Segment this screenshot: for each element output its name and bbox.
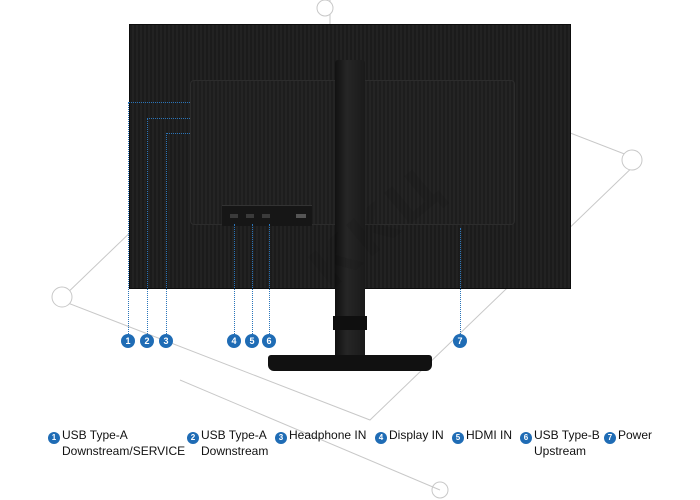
- callout-5: 5: [245, 334, 259, 348]
- leader-line-7: [460, 228, 461, 334]
- legend-label: Display IN: [389, 428, 444, 442]
- leader-line-5: [252, 224, 253, 334]
- legend-label: USB Type-A: [201, 428, 267, 442]
- legend-label: HDMI IN: [466, 428, 512, 442]
- leader-line-6: [269, 224, 270, 334]
- legend-number: 2: [187, 432, 199, 444]
- legend-number: 4: [375, 432, 387, 444]
- port-bay: [222, 205, 312, 226]
- stand-base: [268, 355, 432, 371]
- leader-line-3: [166, 133, 167, 334]
- legend-label: Headphone IN: [289, 428, 367, 442]
- stand-neck: [335, 60, 365, 360]
- legend-label: Power: [618, 428, 653, 442]
- callout-3: 3: [159, 334, 173, 348]
- stand-joint: [333, 316, 367, 330]
- legend-label-line2: Downstream/SERVICE: [62, 444, 186, 458]
- leader-line-2: [147, 118, 148, 334]
- leader-line-3-h: [166, 133, 190, 134]
- callout-4: 4: [227, 334, 241, 348]
- legend-label-line2: Upstream: [534, 444, 587, 458]
- leader-line-1: [128, 102, 129, 334]
- leader-line-2-h: [147, 118, 190, 119]
- legend-number: 5: [452, 432, 464, 444]
- legend-number: 6: [520, 432, 532, 444]
- callout-1: 1: [121, 334, 135, 348]
- legend-label: USB Type-B: [534, 428, 600, 442]
- callout-7: 7: [453, 334, 467, 348]
- legend-label: USB Type-A: [62, 428, 128, 442]
- legend-number: 3: [275, 432, 287, 444]
- leader-line-1-h: [128, 102, 190, 103]
- callout-6: 6: [262, 334, 276, 348]
- leader-line-4: [234, 224, 235, 334]
- callout-2: 2: [140, 334, 154, 348]
- legend-number: 7: [604, 432, 616, 444]
- legend-number: 1: [48, 432, 60, 444]
- legend-label-line2: Downstream: [201, 444, 269, 458]
